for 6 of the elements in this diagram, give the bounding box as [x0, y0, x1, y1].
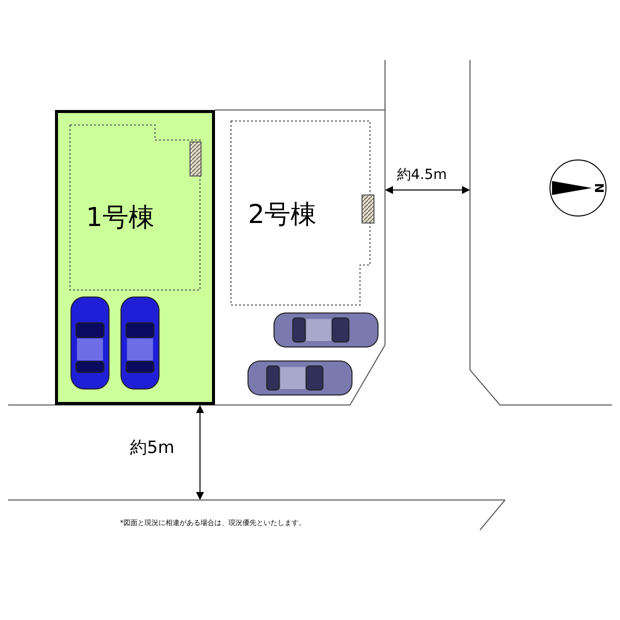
building-2-outline: [230, 120, 372, 306]
building-number-label: 2号棟: [248, 202, 317, 228]
dimension-label: 約4.5m: [397, 168, 447, 182]
north-label: N: [593, 182, 606, 194]
building-number-label: 1号棟: [86, 205, 155, 231]
dimension-label: 約5m: [130, 440, 174, 457]
